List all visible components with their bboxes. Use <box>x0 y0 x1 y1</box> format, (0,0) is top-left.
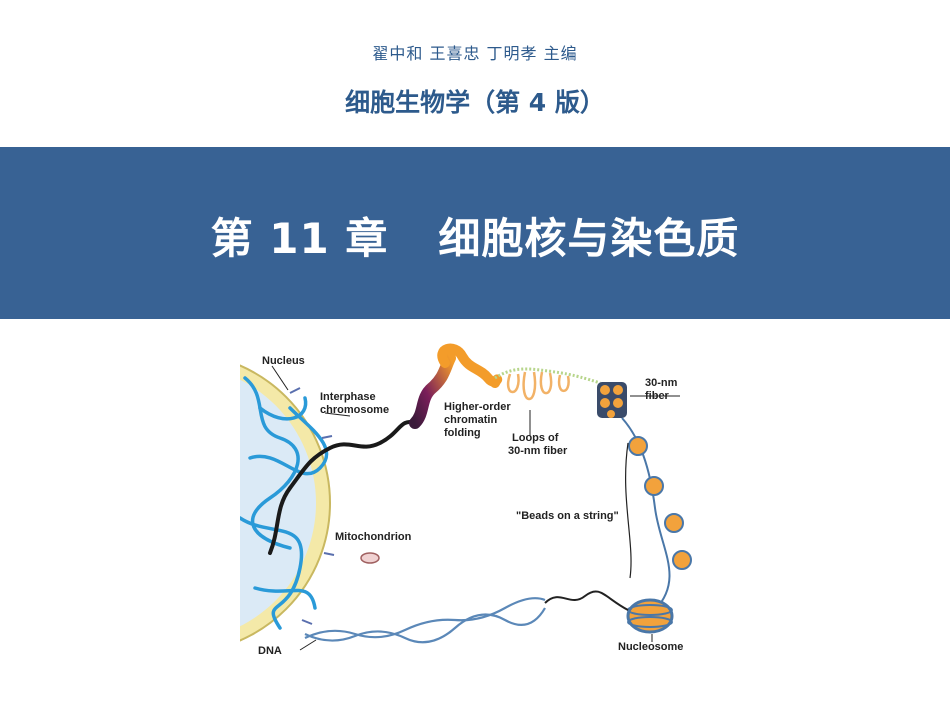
chapter-name: 细胞核与染色质 <box>438 214 740 263</box>
loops-arc <box>494 367 601 385</box>
label-folding: folding <box>444 427 481 439</box>
label-chromatin: chromatin <box>444 414 497 426</box>
label-mitochondrion: Mitochondrion <box>335 531 412 543</box>
nucleus <box>240 364 335 642</box>
chapter-number: 第 11 章 <box>210 214 389 263</box>
chromatin-illustration: Nucleus Interphase chromosome Higher-ord… <box>240 343 692 657</box>
dna-linker <box>544 590 629 611</box>
label-nucleosome: Nucleosome <box>618 641 683 653</box>
chapter-banner <box>0 147 950 319</box>
label-loops-of: Loops of <box>512 432 559 444</box>
label-higher-order: Higher-order <box>444 401 511 413</box>
label-interphase: Interphase <box>320 391 376 403</box>
interphase-chromosome-strand <box>268 420 417 555</box>
label-leaders <box>271 365 680 651</box>
nucleosome <box>626 598 674 634</box>
dna-double-helix <box>304 597 546 644</box>
label-loops-30nm-fiber: 30-nm fiber <box>508 445 568 457</box>
label-dna: DNA <box>258 645 282 657</box>
label-beads: "Beads on a string" <box>516 510 619 522</box>
label-30nm: 30-nm <box>645 377 678 389</box>
interphase-chromatin <box>240 376 329 630</box>
fiber-loops <box>506 371 570 401</box>
label-fiber: fiber <box>645 390 670 402</box>
chromatin-diagram: Nucleus Interphase chromosome Higher-ord… <box>240 338 710 668</box>
label-nucleus: Nucleus <box>262 355 305 367</box>
chapter-title: 第 11 章细胞核与染色质 <box>0 205 950 266</box>
book-authors: 翟中和 王喜忠 丁明孝 主编 <box>372 44 578 63</box>
thirty-nm-fiber <box>597 382 627 418</box>
mitochondrion <box>360 552 380 564</box>
higher-order-folding <box>409 343 503 429</box>
label-interphase-chromosome: chromosome <box>320 404 389 416</box>
beads-brace <box>625 442 632 579</box>
bead-nucleosomes <box>628 436 692 570</box>
book-title: 细胞生物学（第 4 版） <box>345 88 605 117</box>
nuclear-pores <box>289 387 335 625</box>
